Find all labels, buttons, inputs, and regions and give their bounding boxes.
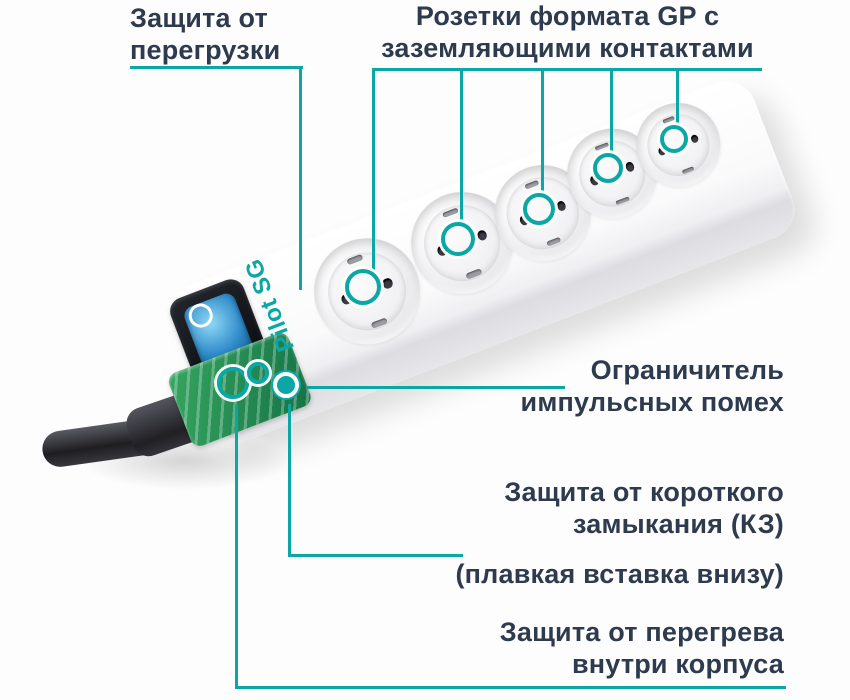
pin-hole-icon <box>475 228 488 243</box>
ground-clip-icon <box>346 254 364 265</box>
ground-clip-icon <box>681 166 695 175</box>
callout-line-short-circuit-horizontal <box>288 554 463 557</box>
callout-overheat-label: Защита от перегрева внутри корпуса <box>404 616 784 680</box>
ground-clip-icon <box>465 268 482 279</box>
callout-line-socket-3 <box>541 68 544 193</box>
ground-clip-icon <box>442 207 459 218</box>
callout-line-socket-2 <box>460 68 463 222</box>
callout-surge-line2: импульсных помех <box>520 387 784 417</box>
marker-socket-3 <box>523 193 555 225</box>
callout-line-socket-1 <box>372 68 375 270</box>
callout-short-circuit-label: Защита от короткого замыкания (КЗ) <box>404 476 784 540</box>
callout-line-overload-underline <box>130 66 303 69</box>
ground-clip-icon <box>546 237 562 247</box>
callout-overload-line2: перегрузки <box>130 35 281 65</box>
callout-surge-line1: Ограничитель <box>590 355 784 385</box>
callout-line-sockets-underline <box>372 68 762 71</box>
callout-short-circuit-line1: Защита от короткого <box>504 477 784 507</box>
callout-sockets-line1: Розетки формата GP с <box>415 1 720 31</box>
marker-socket-2 <box>441 222 475 256</box>
marker-surge <box>273 372 299 398</box>
ground-clip-icon <box>524 179 540 190</box>
callout-line-short-circuit-vertical <box>288 404 291 556</box>
callout-line-socket-4 <box>610 68 613 153</box>
callout-sockets-label: Розетки формата GP с заземляющими контак… <box>365 0 770 64</box>
marker-overheat <box>217 367 249 399</box>
pin-hole-icon <box>555 199 568 213</box>
callout-line-overload-vertical <box>299 66 302 290</box>
ground-clip-icon <box>615 196 630 206</box>
callout-short-circuit-note: (плавкая вставка внизу) <box>364 558 784 590</box>
callout-line-socket-5 <box>676 68 679 125</box>
pin-hole-icon <box>689 133 700 145</box>
pin-hole-icon <box>624 161 636 173</box>
callout-overload-line1: Защита от <box>130 3 268 33</box>
callout-line-overheat-vertical <box>235 405 238 688</box>
marker-socket-5 <box>660 125 688 153</box>
ground-clip-icon <box>371 317 388 329</box>
pin-hole-icon <box>381 276 394 291</box>
ground-clip-icon <box>594 142 609 152</box>
ground-clip-icon <box>662 115 676 125</box>
callout-overheat-line2: внутри корпуса <box>571 649 784 679</box>
marker-socket-4 <box>593 153 623 183</box>
callout-short-circuit-note-text: (плавкая вставка внизу) <box>455 559 784 589</box>
callout-sockets-line2: заземляющими контактами <box>381 33 754 63</box>
callout-overheat-line1: Защита от перегрева <box>499 617 784 647</box>
callout-line-surge <box>307 386 565 389</box>
callout-overload-label: Защита от перегрузки <box>130 2 280 66</box>
callout-line-overheat-underline <box>235 686 786 689</box>
callout-surge-label: Ограничитель импульсных помех <box>454 354 784 418</box>
marker-fuse <box>247 362 269 384</box>
marker-socket-1 <box>345 269 381 305</box>
callout-short-circuit-line2: замыкания (КЗ) <box>573 509 784 539</box>
